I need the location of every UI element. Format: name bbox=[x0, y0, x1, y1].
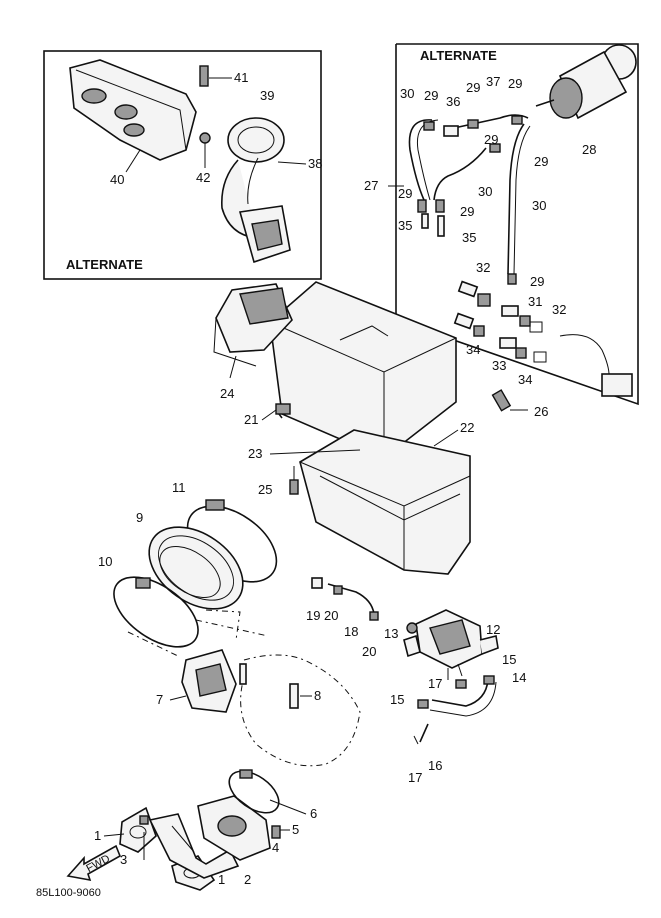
callout-30-c: 30 bbox=[532, 198, 546, 213]
callout-28: 28 bbox=[582, 142, 596, 157]
callout-21: 21 bbox=[244, 412, 258, 427]
drawing-code: 85L100-9060 bbox=[36, 887, 101, 899]
fuel-filter-part-28 bbox=[535, 44, 637, 120]
air-box-part-22-23 bbox=[269, 281, 471, 575]
callout-40: 40 bbox=[110, 172, 124, 187]
callout-22: 22 bbox=[460, 420, 474, 435]
callout-14: 14 bbox=[512, 670, 526, 685]
callout-29-g: 29 bbox=[460, 204, 474, 219]
intake-duct-part-38 bbox=[221, 117, 307, 264]
callout-31: 31 bbox=[528, 294, 542, 309]
callout-35-b: 35 bbox=[462, 230, 476, 245]
callout-2: 2 bbox=[244, 872, 251, 887]
alternate-title-left: ALTERNATE bbox=[66, 257, 143, 272]
callout-19: 19 bbox=[306, 608, 320, 623]
callout-23: 23 bbox=[248, 446, 262, 461]
hose-clips-part-29 bbox=[417, 115, 523, 285]
callout-36: 36 bbox=[446, 94, 460, 109]
callout-11: 11 bbox=[172, 480, 186, 495]
callout-15-a: 15 bbox=[502, 652, 516, 667]
alternate-title-right: ALTERNATE bbox=[420, 48, 497, 63]
callout-1-a: 1 bbox=[94, 828, 101, 843]
bolt-part-26 bbox=[491, 389, 528, 412]
callout-13: 13 bbox=[384, 626, 398, 641]
callout-24: 24 bbox=[220, 386, 234, 401]
callout-3: 3 bbox=[120, 852, 127, 867]
callout-35-a: 35 bbox=[398, 218, 412, 233]
callout-18: 18 bbox=[344, 624, 358, 639]
callout-29-c: 29 bbox=[508, 76, 522, 91]
intake-plate-part-4 bbox=[197, 795, 271, 861]
callout-20-a: 20 bbox=[324, 608, 338, 623]
callout-29-e: 29 bbox=[534, 154, 548, 169]
screw-part-41 bbox=[199, 65, 232, 87]
callout-6: 6 bbox=[310, 806, 317, 821]
fuel-hoses-part-14-16 bbox=[413, 675, 497, 745]
callout-10: 10 bbox=[98, 554, 112, 569]
clamp-part-10 bbox=[113, 576, 199, 648]
fuel-hose-part-18 bbox=[311, 577, 379, 621]
screw-part-13 bbox=[406, 622, 418, 634]
callout-30-b: 30 bbox=[478, 184, 492, 199]
callout-15-b: 15 bbox=[390, 692, 404, 707]
callout-26: 26 bbox=[534, 404, 548, 419]
callout-12: 12 bbox=[486, 622, 500, 637]
rubber-joint-part-9 bbox=[148, 526, 244, 610]
screw-part-3 bbox=[139, 815, 149, 860]
bolt-part-5 bbox=[271, 825, 281, 839]
callout-30-a: 30 bbox=[400, 86, 414, 101]
callout-34-a: 34 bbox=[466, 342, 480, 357]
callout-8: 8 bbox=[314, 688, 321, 703]
intake-duct-part-24 bbox=[213, 283, 293, 379]
callout-29-f: 29 bbox=[398, 186, 412, 201]
callout-9: 9 bbox=[136, 510, 143, 525]
fwd-label: FWD bbox=[84, 853, 112, 875]
callout-29-d: 29 bbox=[484, 132, 498, 147]
callout-4: 4 bbox=[272, 840, 279, 855]
callout-27: 27 bbox=[364, 178, 378, 193]
callout-16: 16 bbox=[428, 758, 442, 773]
callout-5: 5 bbox=[292, 822, 299, 837]
callout-38: 38 bbox=[308, 156, 322, 171]
crankcase-outline-part-8 bbox=[239, 654, 361, 767]
reed-valve-plate-part-7 bbox=[181, 649, 237, 713]
callout-32-b: 32 bbox=[552, 302, 566, 317]
alternate-box-right: ALTERNATE bbox=[364, 43, 639, 406]
forward-arrow-icon: FWD bbox=[66, 844, 122, 882]
alternate-box-left: ALTERNATE 41 39 bbox=[43, 50, 322, 280]
callout-39: 39 bbox=[260, 88, 274, 103]
callout-32-a: 32 bbox=[476, 260, 490, 275]
callout-1-b: 1 bbox=[218, 872, 225, 887]
callout-41: 41 bbox=[234, 70, 248, 85]
callout-33: 33 bbox=[492, 358, 506, 373]
screw-part-25 bbox=[289, 466, 299, 495]
fuel-pump-part-12 bbox=[403, 609, 499, 680]
callout-29-b: 29 bbox=[466, 80, 480, 95]
callout-29-a: 29 bbox=[424, 88, 438, 103]
callout-7: 7 bbox=[156, 692, 163, 707]
clamp-part-6 bbox=[228, 769, 280, 814]
fuel-hoses-part-30 bbox=[408, 114, 531, 275]
callout-29-h: 29 bbox=[530, 274, 544, 289]
washer-part-42 bbox=[199, 132, 211, 168]
callout-17-b: 17 bbox=[408, 770, 422, 785]
callout-42: 42 bbox=[196, 170, 210, 185]
callout-25: 25 bbox=[258, 482, 272, 497]
fittings-part-31-34 bbox=[453, 280, 547, 363]
callout-34-b: 34 bbox=[518, 372, 532, 387]
callout-37: 37 bbox=[486, 74, 500, 89]
callout-17-a: 17 bbox=[428, 676, 442, 691]
callout-20-b: 20 bbox=[362, 644, 376, 659]
intake-silencer-cover-part bbox=[69, 59, 197, 161]
